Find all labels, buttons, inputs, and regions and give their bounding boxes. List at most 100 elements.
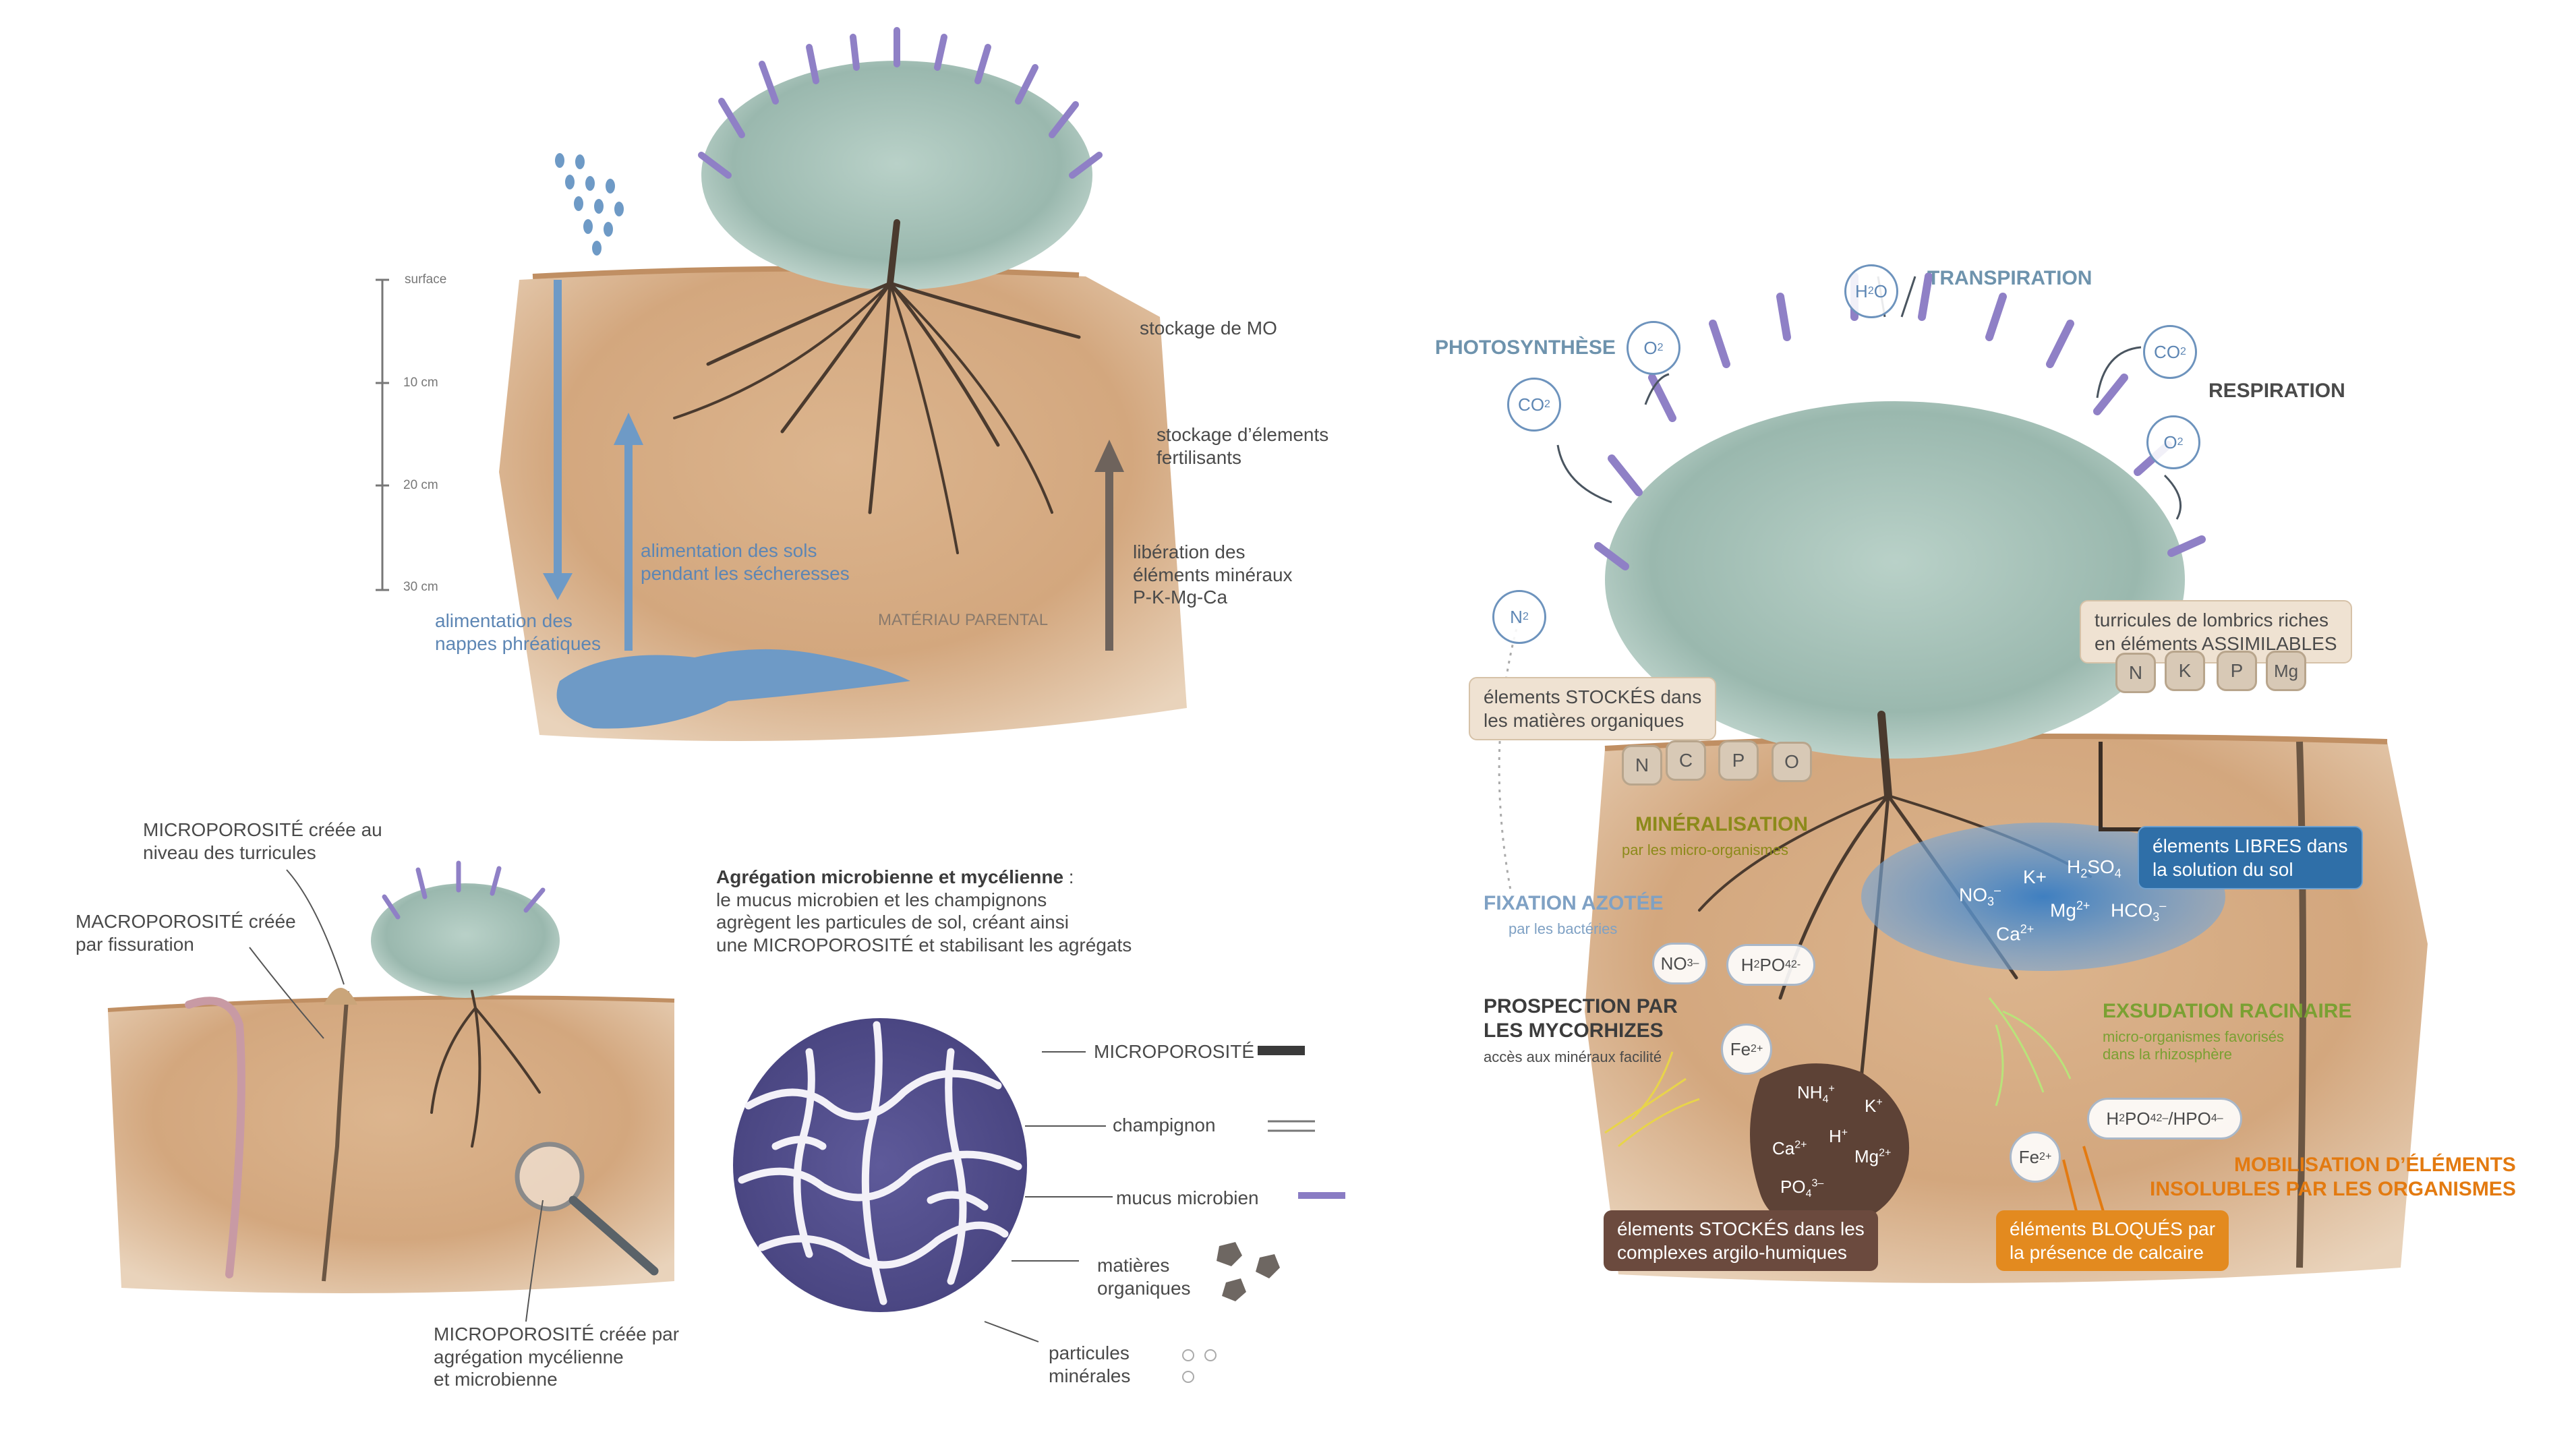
ion-part: PO bbox=[1780, 1177, 1806, 1197]
ion-hco3: HCO3– bbox=[2111, 899, 2166, 924]
ion-h2so4: H2SO4 bbox=[2067, 856, 2121, 881]
label-line: pendant les sécheresses bbox=[641, 562, 850, 584]
label-line: complexes argilo-humiques bbox=[1617, 1242, 1847, 1263]
label-line: en éléments ASSIMILABLES bbox=[2095, 633, 2337, 654]
label-liberation: libération des éléments minéraux P-K-Mg-… bbox=[1133, 541, 1293, 609]
description-line: une MICROPOROSITÉ et stabilisant les agr… bbox=[716, 934, 1132, 955]
box-stockes-matieres-organiques: élements STOCKÉS dans les matières organ… bbox=[1469, 677, 1717, 740]
panel2-porosity-profile bbox=[107, 860, 675, 1322]
label-photosynthese: PHOTOSYNTHÈSE bbox=[1435, 336, 1616, 359]
gas-sub: 2 bbox=[2180, 346, 2186, 357]
ion-part: PO bbox=[1759, 954, 1786, 975]
ion-sub: 4 bbox=[1785, 959, 1791, 970]
label-line: la solution du sol bbox=[2153, 859, 2293, 880]
ion-part: Fe bbox=[2018, 1146, 2040, 1167]
element-p: P bbox=[1718, 740, 1759, 781]
label-mineralisation-sub: par les micro-organismes bbox=[1622, 841, 1788, 858]
ion-sup: + bbox=[1841, 1127, 1848, 1139]
ion-part: NO bbox=[1959, 884, 1987, 906]
ion-sup: – bbox=[1693, 957, 1699, 969]
gas-text: H bbox=[1855, 280, 1868, 301]
box-elements-libres: élements LIBRES dans la solution du sol bbox=[2138, 826, 2363, 889]
ion-no3: NO3– bbox=[1959, 883, 2001, 909]
description-line: le mucus microbien et les champignons bbox=[716, 889, 1047, 910]
ion-part: HCO bbox=[2111, 899, 2153, 921]
label-line: organiques bbox=[1097, 1277, 1191, 1299]
label-line: matières bbox=[1097, 1255, 1170, 1276]
element-o: O bbox=[1772, 742, 1812, 782]
element-n-assimilable: N bbox=[2115, 653, 2156, 693]
legend-microporosite: MICROPOROSITÉ bbox=[1094, 1041, 1255, 1062]
label-line: élements LIBRES dans bbox=[2153, 835, 2348, 856]
box-elements-bloques: éléments BLOQUÉS par la présence de calc… bbox=[1996, 1210, 2229, 1271]
label-mobilisation: MOBILISATION D’ÉLÉMENTS INSOLUBLES PAR L… bbox=[2150, 1153, 2516, 1202]
rock-ion-h: H+ bbox=[1829, 1126, 1848, 1147]
ion-sup: 2- bbox=[1790, 959, 1801, 970]
label-line: niveau des turricules bbox=[143, 841, 316, 863]
gas-text: O bbox=[1873, 280, 1887, 301]
label-microporosite-turricules: MICROPOROSITÉ créée au niveau des turric… bbox=[143, 819, 382, 864]
ion-part: NO bbox=[1660, 953, 1687, 974]
ion-part: Ca bbox=[1772, 1138, 1795, 1158]
label-materiau-parental: MATÉRIAU PARENTAL bbox=[878, 611, 1049, 629]
label-alimentation-sols: alimentation des sols pendant les sécher… bbox=[641, 539, 850, 585]
label-line: P-K-Mg-Ca bbox=[1133, 587, 1228, 608]
description-line: agrègent les particules de sol, créant a… bbox=[716, 912, 1069, 933]
label-line: micro-organismes favorisés bbox=[2103, 1028, 2284, 1045]
ion-sup: 2+ bbox=[2039, 1151, 2052, 1162]
ion-sup: 2+ bbox=[1879, 1147, 1892, 1159]
ion-k: K+ bbox=[2023, 866, 2047, 887]
scale-10cm: 10 cm bbox=[403, 376, 438, 390]
rock-ion-mg: Mg2+ bbox=[1854, 1146, 1891, 1167]
label-line: PROSPECTION PAR bbox=[1484, 995, 1678, 1017]
aggregation-description: Agrégation microbienne et mycélienne : l… bbox=[716, 866, 1132, 956]
label-exsudation-sub: micro-organismes favorisés dans la rhizo… bbox=[2103, 1028, 2284, 1064]
label-prospection: PROSPECTION PAR LES MYCORHIZES bbox=[1484, 995, 1678, 1043]
gas-sub: 2 bbox=[1522, 611, 1529, 622]
aggregation-title: Agrégation microbienne et mycélienne bbox=[716, 866, 1064, 887]
panel3-aggregation bbox=[733, 1018, 1345, 1383]
legend-matieres-organiques: matières organiques bbox=[1097, 1254, 1191, 1299]
label-line: libération des bbox=[1133, 541, 1246, 562]
ion-sub: 4 bbox=[2114, 866, 2121, 881]
ion-part: H bbox=[2106, 1108, 2119, 1129]
ion-sup: 2– bbox=[2156, 1113, 2169, 1124]
ion-sub: 4 bbox=[2211, 1113, 2217, 1124]
ion-part: H bbox=[1829, 1126, 1842, 1146]
ion-part: H bbox=[2067, 856, 2081, 877]
label-line: MICROPOROSITÉ créée au bbox=[143, 819, 382, 840]
legend-particules-minerales: particules minérales bbox=[1049, 1342, 1130, 1387]
label-macroporosite: MACROPOROSITÉ créée par fissuration bbox=[76, 910, 296, 955]
rock-ion-po4: PO43– bbox=[1780, 1177, 1823, 1200]
ion-sub: 4 bbox=[1822, 1094, 1829, 1106]
ion-mg: Mg2+ bbox=[2050, 899, 2090, 921]
scale-30cm: 30 cm bbox=[403, 580, 438, 594]
ion-part: Fe bbox=[1730, 1038, 1751, 1059]
gas-text: O bbox=[1643, 337, 1658, 358]
gas-text: O bbox=[2163, 432, 2177, 452]
ion-sub: 4 bbox=[1805, 1188, 1812, 1200]
label-line: dans la rhizosphère bbox=[2103, 1046, 2233, 1063]
label-line: INSOLUBLES PAR LES ORGANISMES bbox=[2150, 1178, 2516, 1200]
label-line: les matières organiques bbox=[1484, 710, 1685, 731]
rock-ion-nh4: NH4+ bbox=[1797, 1082, 1835, 1106]
ion-sup: + bbox=[1876, 1096, 1883, 1108]
element-c: C bbox=[1666, 740, 1706, 781]
ion-sup: 3– bbox=[1811, 1177, 1824, 1189]
ion-sub: 2 bbox=[2080, 866, 2088, 881]
legend-mucus: mucus microbien bbox=[1116, 1187, 1259, 1208]
label-stockage-elements: stockage d’élements fertilisants bbox=[1157, 423, 1328, 469]
ion-sup: 2+ bbox=[1751, 1043, 1763, 1055]
ion-sub: 4 bbox=[2150, 1113, 2157, 1124]
element-mg-assimilable: Mg bbox=[2266, 651, 2306, 691]
ion-ca: Ca2+ bbox=[1996, 922, 2034, 945]
gas-text: CO bbox=[2154, 341, 2181, 362]
gas-sub: 2 bbox=[1657, 342, 1664, 353]
label-microporosite-agregation: MICROPOROSITÉ créée par agrégation mycél… bbox=[434, 1323, 679, 1391]
